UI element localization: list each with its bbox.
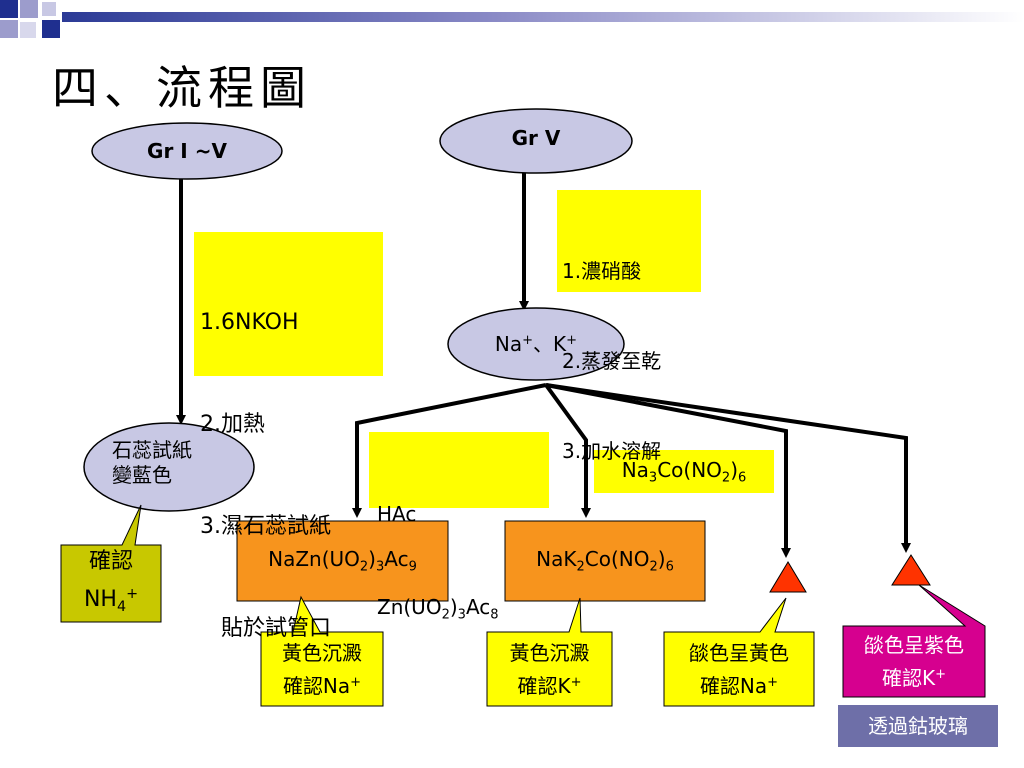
node-gr15-label: Gr I ~V xyxy=(147,138,227,163)
callout-yellow-k-text: 黃色沉澱 確認K+ xyxy=(509,640,590,699)
header-bar xyxy=(62,12,1024,22)
steps-right-box xyxy=(557,190,701,292)
node-nak-label: Na+、K+ xyxy=(494,331,578,356)
arrow-to-nak2 xyxy=(544,383,591,518)
steps-right-text: 1.濃硝酸 2.蒸發至乾 3.加水溶解 xyxy=(562,259,662,463)
cobalt-glass-box xyxy=(838,705,998,747)
flame-k-triangle xyxy=(891,554,931,586)
reagent-cobalt-text: Na3Co(NO2)6 xyxy=(621,457,747,486)
node-gr15-ellipse xyxy=(91,122,283,180)
arrow-to-nazn xyxy=(352,383,547,518)
node-gr5-label: Gr V xyxy=(511,125,561,150)
cobalt-glass-text: 透過鈷玻璃 xyxy=(868,713,968,738)
precipitate-k-text: NaK2Co(NO2)6 xyxy=(536,547,674,575)
node-nak-ellipse xyxy=(447,307,625,381)
reagent-hac-text: HAc Zn(UO2)3Ac8 xyxy=(377,502,499,623)
precipitate-na-text: NaZn(UO2)3Ac9 xyxy=(268,547,417,575)
flame-na-triangle xyxy=(769,561,807,593)
callout-flame-k-text: 燄色呈紫色 確認K+ xyxy=(864,633,964,691)
callout-flame-na-shape xyxy=(663,597,815,707)
steps-left-box xyxy=(194,232,383,376)
steps-left-text: 1.6NKOH 2.加熱 3.濕石蕊試紙 貼於試管口 xyxy=(200,310,331,641)
callout-yellow-na-shape xyxy=(260,595,384,707)
node-gr5-ellipse xyxy=(439,108,633,174)
arrow-to-flame-na xyxy=(545,383,791,558)
corner-decoration xyxy=(0,0,240,48)
arrow-to-flame-k xyxy=(545,383,911,553)
reagent-hac-box xyxy=(369,432,549,508)
callout-flame-na-text: 燄色呈黃色 確認Na+ xyxy=(689,640,789,699)
callout-flame-k-shape xyxy=(842,584,986,698)
precipitate-na-box xyxy=(236,520,449,602)
callout-nh4-shape xyxy=(60,504,162,623)
page-title: 四、流程圖 xyxy=(52,61,312,115)
precipitate-k-box xyxy=(504,520,706,602)
reagent-cobalt-box xyxy=(594,450,774,493)
callout-yellow-na-text: 黃色沉澱 確認Na+ xyxy=(282,640,362,699)
callout-yellow-k-shape xyxy=(486,597,613,707)
callout-nh4-text: 確認 NH4+ xyxy=(83,549,139,615)
node-litmus-label: 石蕊試紙 變藍色 xyxy=(112,438,192,487)
node-litmus-ellipse xyxy=(83,422,255,512)
